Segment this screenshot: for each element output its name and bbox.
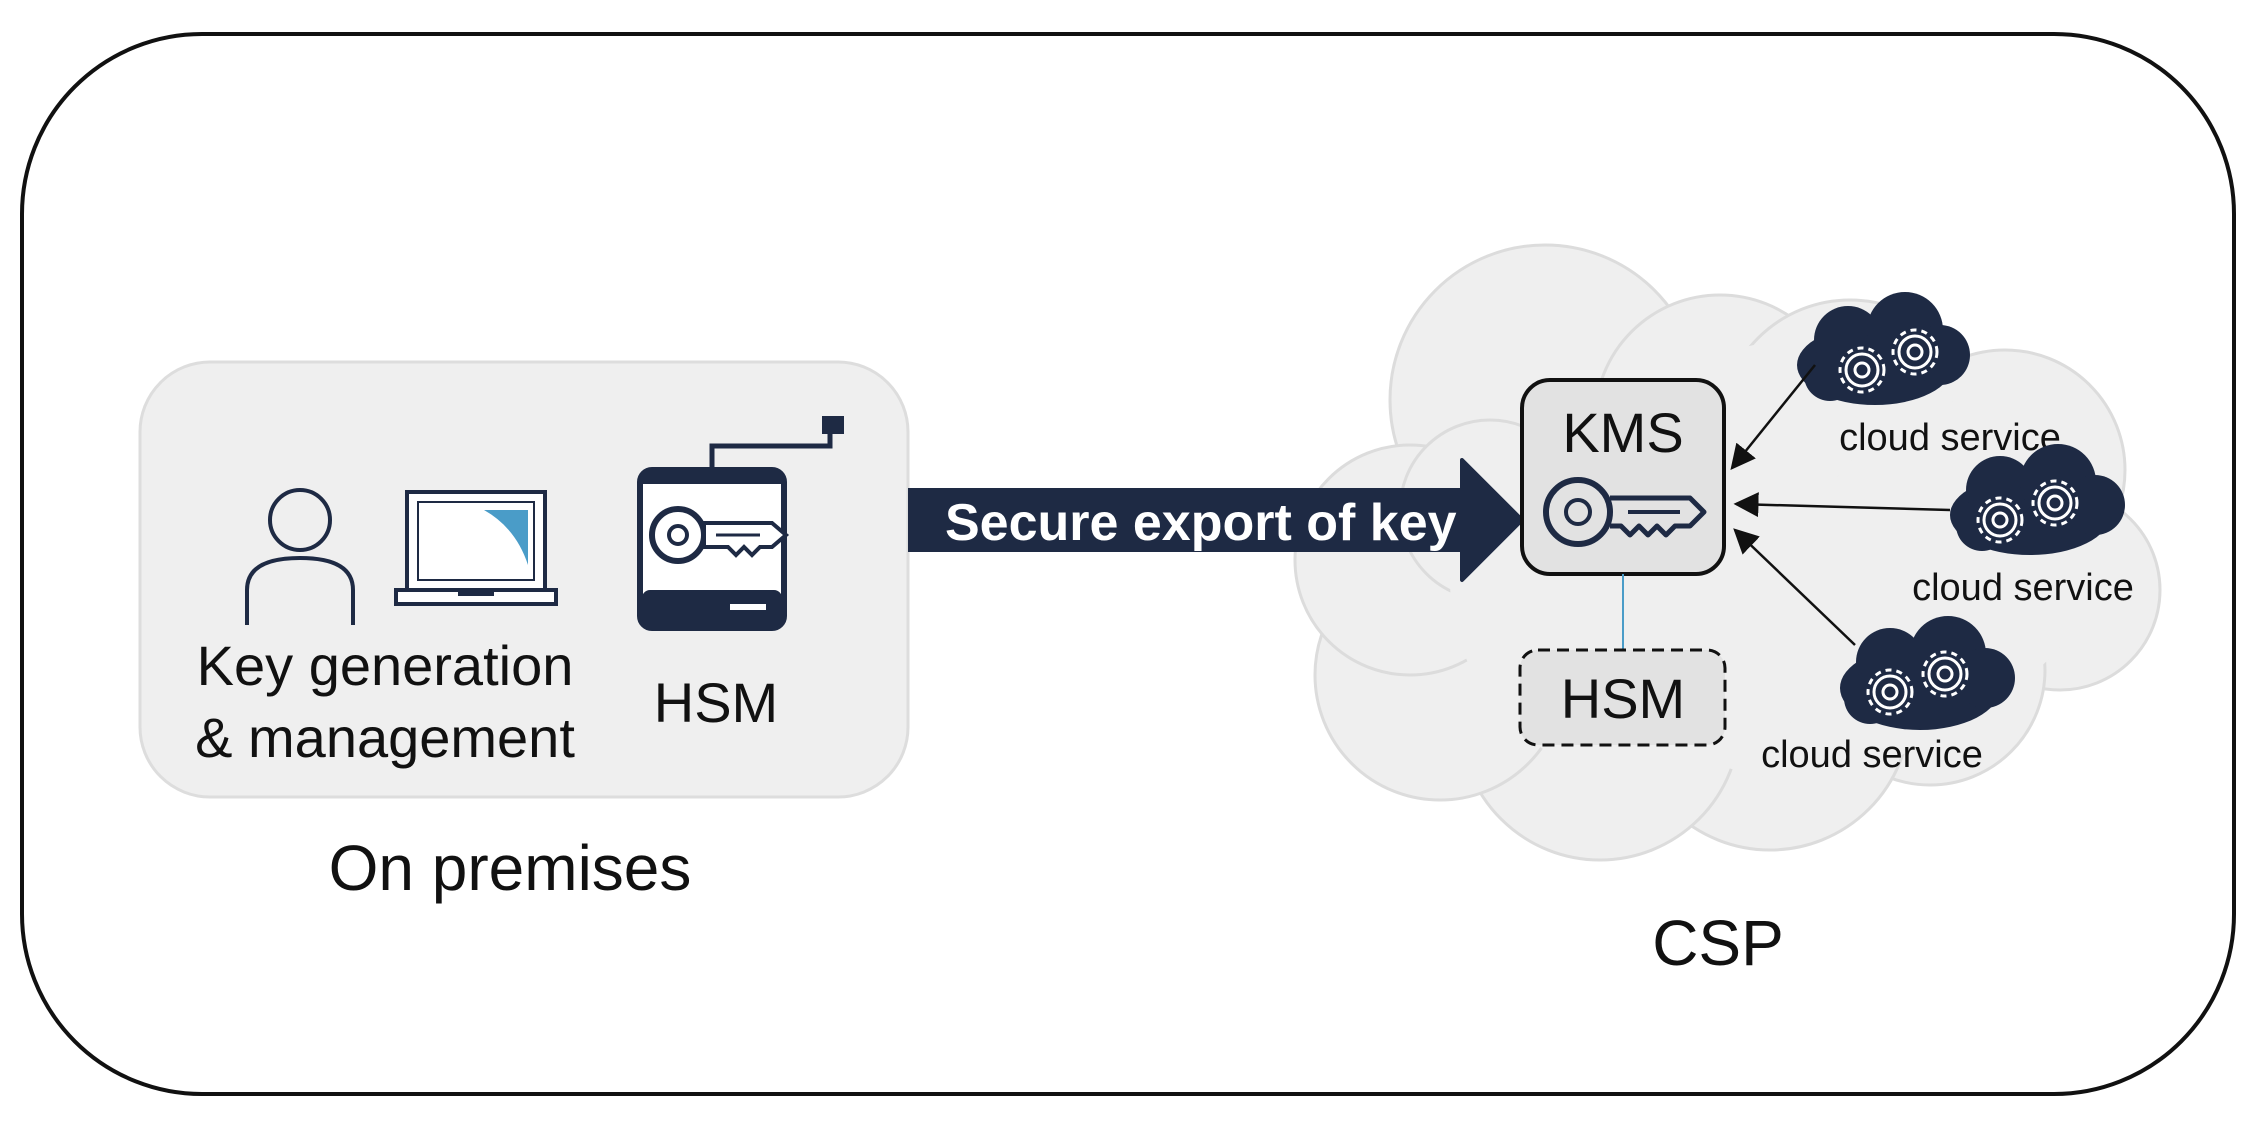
cloud-service-label: cloud service [1839,417,2061,459]
hsm-device-icon [637,416,844,631]
service-1-to-kms-arrow [1730,364,1816,470]
cloud-gear-icon [1840,616,2015,730]
csp-hsm-label: HSM [1561,667,1685,730]
user-icon [245,488,355,625]
key-management-label-line1: Key generation [197,634,574,697]
laptop-icon [394,490,558,606]
service-2-to-kms-arrow [1733,492,1951,518]
on-premises-panel: Key generation & management HSM [138,360,910,799]
kms-key-icon [1543,477,1707,547]
cloud-service-3: cloud service [1761,616,2015,776]
cloud-service-2: cloud service [1912,444,2134,609]
cloud-service-label: cloud service [1912,567,2134,609]
cloud-gear-icon [1797,292,1970,405]
secure-export-label: Secure export of key [945,494,1457,552]
csp-hsm-box [1518,648,1727,747]
cloud-service-1: cloud service [1797,292,2061,459]
cloud-gear-icon [1950,444,2125,555]
service-3-to-kms-arrow [1733,528,1856,646]
csp-title: CSP [1652,907,1784,979]
cloud-service-label: cloud service [1761,734,1983,776]
on-premises-title: On premises [329,832,692,904]
kms-label: KMS [1562,401,1683,464]
secure-export-arrow [908,458,1524,582]
key-management-label-line2: & management [195,706,575,769]
on-premises-hsm-label: HSM [654,671,778,734]
